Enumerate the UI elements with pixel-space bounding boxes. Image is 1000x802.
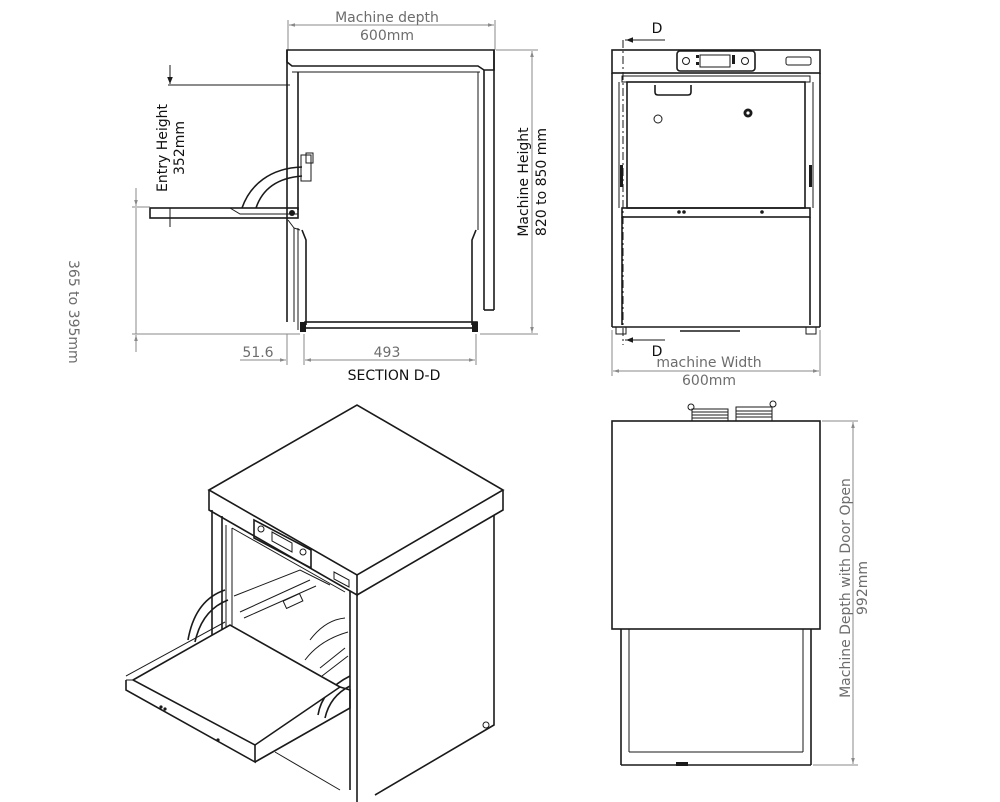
top-view: Machine Depth with Door Open 992mm (611, 400, 871, 766)
section-caption: SECTION D-D (348, 368, 441, 384)
machine-depth-label: Machine depth (335, 10, 439, 26)
machine-height-value: 820 to 850 mm (534, 128, 550, 236)
depth-open-value: 992mm (855, 561, 871, 615)
inner-depth-value: 493 (374, 345, 401, 361)
door-height-label: 365 to 395mm (65, 260, 81, 364)
front-view: D D machine Width 600mm (611, 21, 821, 389)
door-offset-value: 51.6 (242, 345, 273, 361)
section-marker-top: D (652, 21, 663, 37)
machine-width-label: machine Width (656, 355, 761, 371)
section-view: Machine depth 600mm (65, 10, 550, 384)
depth-open-label: Machine Depth with Door Open (838, 478, 854, 698)
entry-height-label: Entry Height (155, 104, 171, 192)
machine-depth-value: 600mm (360, 28, 414, 44)
hose-coil-icon (687, 400, 777, 422)
machine-width-value: 600mm (682, 373, 736, 389)
section-marker-bottom: D (652, 344, 663, 360)
isometric-view (125, 404, 505, 802)
machine-height-label: Machine Height (516, 127, 532, 237)
entry-height-value: 352mm (172, 121, 188, 175)
